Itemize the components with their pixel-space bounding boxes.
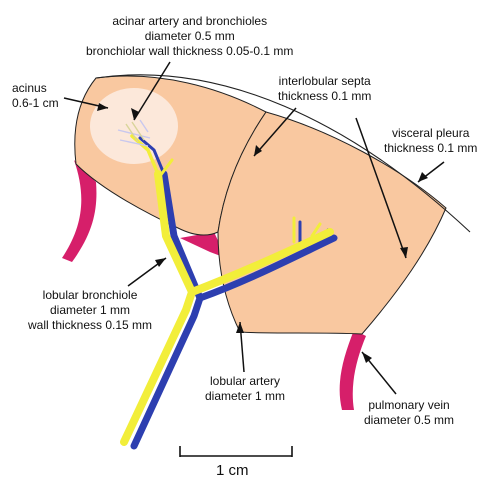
vein-lower	[339, 330, 366, 410]
label-septa-line1: interlobular septa	[278, 74, 371, 88]
label-acinar-line2: diameter 0.5 mm	[144, 29, 235, 43]
arrow-septa-left	[253, 107, 297, 157]
callout-arrows	[63, 61, 445, 395]
visceral-pleura-line	[95, 74, 471, 233]
label-vein-line2: diameter 0.5 mm	[364, 413, 455, 427]
arrow-pleura	[417, 161, 445, 183]
label-acinus: acinus 0.6-1 cm	[12, 81, 59, 111]
arrow-bronchiole	[127, 257, 167, 287]
label-bronchiole-line1: lobular bronchiole	[42, 288, 138, 302]
vein-left	[62, 160, 97, 262]
vein-middle	[180, 232, 226, 258]
label-vein-line1: pulmonary vein	[368, 398, 450, 412]
label-pleura-line2: thickness 0.1 mm	[384, 141, 478, 155]
arrow-acinus	[63, 97, 109, 111]
label-lobular-artery: lobular artery diameter 1 mm	[205, 374, 285, 404]
scale-bar-label: 1 cm	[216, 462, 249, 479]
label-septa-line2: thickness 0.1 mm	[278, 89, 372, 103]
arrow-vein	[361, 351, 397, 395]
label-interlobular-septa: interlobular septa thickness 0.1 mm	[278, 74, 371, 104]
label-bronchiole-line3: wall thickness 0.15 mm	[28, 318, 153, 332]
label-visceral-pleura: visceral pleura thickness 0.1 mm	[384, 126, 477, 156]
label-acinar-artery: acinar artery and bronchioles diameter 0…	[86, 14, 293, 59]
arrow-acinar	[131, 61, 171, 121]
label-artery-line2: diameter 1 mm	[205, 389, 286, 403]
lobular-bronchiole	[120, 134, 334, 446]
label-pleura-line1: visceral pleura	[392, 126, 470, 140]
arrow-artery	[236, 321, 245, 373]
label-acinar-line1: acinar artery and bronchioles	[112, 14, 268, 28]
label-acinus-line1: acinus	[12, 81, 47, 95]
label-acinar-line3: bronchiolar wall thickness 0.05-0.1 mm	[86, 44, 294, 58]
scale-bar	[179, 446, 293, 457]
label-bronchiole-line2: diameter 1 mm	[50, 303, 131, 317]
label-artery-line1: lobular artery	[210, 374, 281, 388]
label-lobular-bronchiole: lobular bronchiole diameter 1 mm wall th…	[28, 288, 152, 333]
label-pulmonary-vein: pulmonary vein diameter 0.5 mm	[364, 398, 454, 428]
arrow-septa-right	[355, 117, 408, 259]
acinar-branches	[117, 119, 151, 147]
label-acinus-line2: 0.6-1 cm	[12, 96, 59, 110]
